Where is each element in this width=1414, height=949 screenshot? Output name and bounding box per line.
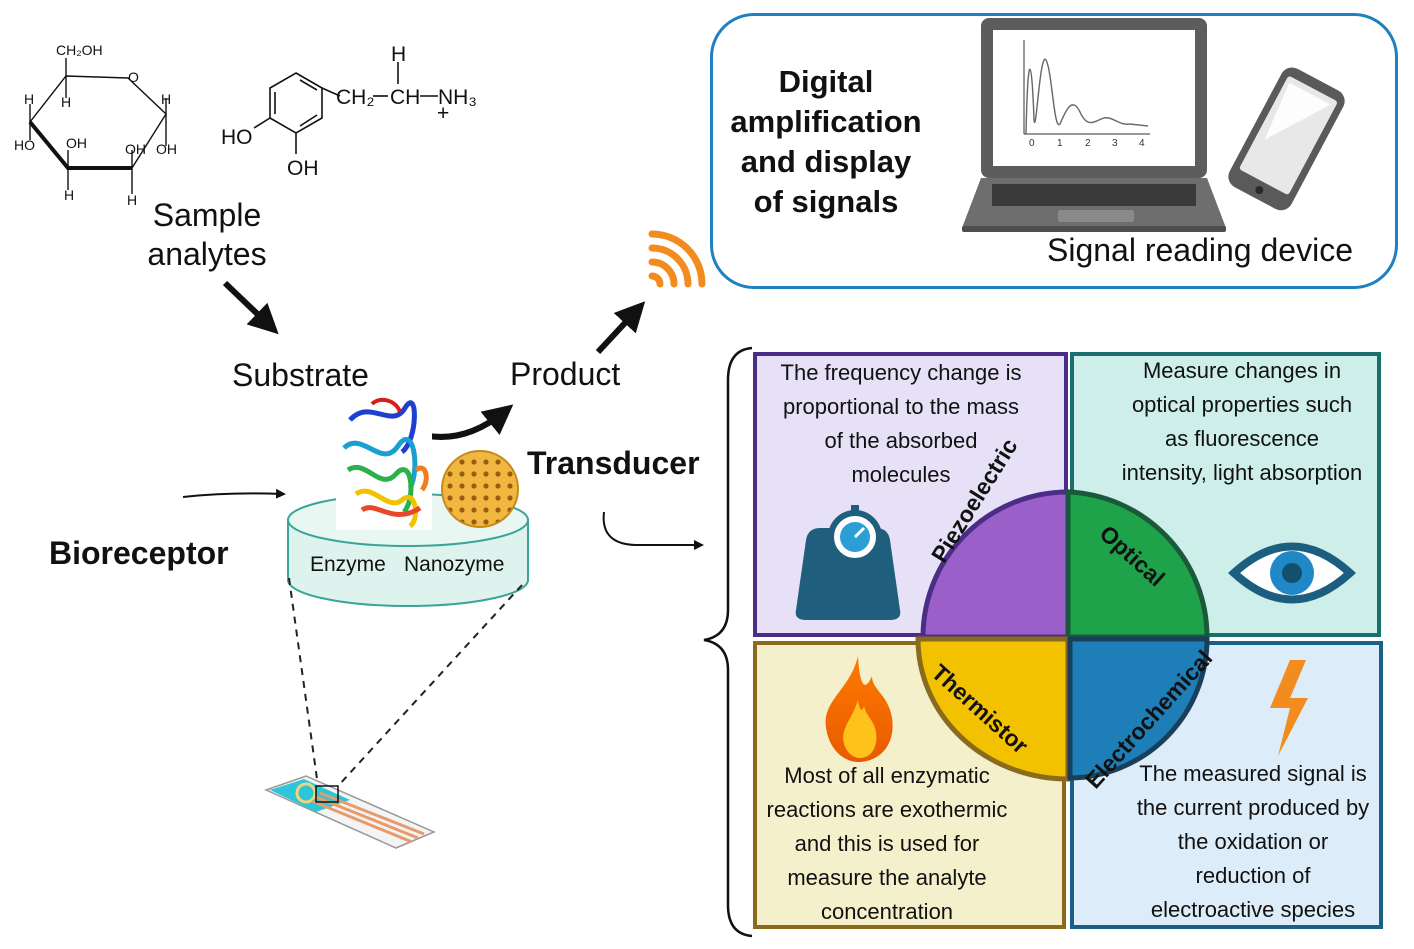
lightning-icon [1270, 660, 1308, 756]
electrochemical-description: The measured signal is the current produ… [1128, 757, 1378, 927]
dopamine-oh: OH [287, 157, 319, 180]
dopamine-plus: + [437, 102, 449, 125]
sample-analytes-label: Sample analytes [132, 196, 282, 274]
eye-icon [1228, 542, 1356, 604]
optical-desc-line-1: Measure changes in [1142, 358, 1342, 383]
sample-analytes-line-1: Sample [152, 197, 262, 233]
arrow-analytes-to-substrate [222, 280, 279, 335]
arrow-product-to-signal [595, 301, 646, 355]
enzyme-structure [336, 392, 432, 530]
dopamine-ch2: CH₂ [336, 86, 374, 109]
dopamine-ho: HO [221, 126, 253, 149]
elec-desc-line-2: the current produced by [1136, 795, 1370, 820]
therm-desc-line-5: concentration [820, 899, 954, 924]
arrow-to-transducers [602, 511, 704, 550]
piezo-desc-line-4: molecules [851, 462, 951, 487]
therm-desc-line-3: and this is used for [794, 831, 980, 856]
device-title-line-2: amplification [730, 104, 922, 139]
bioreceptor-label: Bioreceptor [49, 535, 229, 571]
piezoelectric-description: The frequency change is proportional to … [760, 356, 1042, 492]
signal-reading-device-box [710, 13, 1398, 289]
optical-sector [1065, 489, 1210, 640]
device-title: Digital amplification and display of sig… [716, 62, 936, 222]
dopamine-nh3: NH₃ [438, 86, 477, 109]
weighing-scale-icon [795, 505, 901, 620]
thermistor-sector [915, 636, 1071, 782]
glucose-ring-o: O [128, 69, 139, 85]
transducer-label: Transducer [527, 445, 700, 481]
signal-reading-device-label: Signal reading device [1047, 232, 1353, 268]
piezo-desc-line-1: The frequency change is [780, 360, 1022, 385]
plot-tick-1: 1 [1057, 138, 1063, 149]
dopamine-ch: CH [390, 86, 420, 109]
elec-desc-line-3: the oxidation or [1177, 829, 1329, 854]
glucose-oh1: OH [66, 135, 87, 151]
optical-desc-line-2: optical properties such [1131, 392, 1353, 417]
electrochemical-sector [1067, 636, 1210, 781]
laptop-icon [962, 18, 1226, 232]
device-title-line-3: and display [740, 144, 912, 179]
glucose-h4: H [64, 187, 74, 203]
glucose-h2: H [24, 91, 34, 107]
plot-tick-4: 4 [1139, 138, 1145, 149]
plot-tick-3: 3 [1112, 138, 1118, 149]
elec-desc-line-5: electroactive species [1150, 897, 1356, 922]
therm-desc-line-2: reactions are exothermic [766, 797, 1008, 822]
arrow-to-bioreceptor [182, 488, 286, 499]
nanozyme-label: Nanozyme [404, 553, 505, 576]
flame-icon [825, 656, 893, 762]
smartphone-icon [1228, 67, 1345, 211]
piezo-desc-line-2: proportional to the mass [782, 394, 1020, 419]
therm-desc-line-1: Most of all enzymatic [784, 763, 990, 788]
sample-analytes-line-2: analytes [147, 236, 267, 272]
therm-desc-line-4: measure the analyte [787, 865, 987, 890]
dopamine-h: H [391, 43, 406, 66]
optical-desc-line-4: intensity, light absorption [1121, 460, 1363, 485]
glucose-h3: H [161, 91, 171, 107]
glucose-oh2: OH [125, 141, 146, 157]
piezo-desc-line-3: of the absorbed [824, 428, 978, 453]
glucose-ch2oh: CH₂OH [56, 42, 103, 58]
device-title-line-1: Digital [778, 64, 874, 99]
nanozyme-sphere-icon [441, 450, 519, 528]
dopamine-structure [253, 62, 438, 154]
product-label: Product [510, 356, 621, 392]
optical-description: Measure changes in optical properties su… [1108, 354, 1376, 490]
elec-desc-line-4: reduction of [1195, 863, 1311, 888]
thermistor-description: Most of all enzymatic reactions are exot… [756, 759, 1018, 929]
optical-desc-line-3: as fluorescence [1164, 426, 1320, 451]
glucose-ho: HO [14, 137, 35, 153]
test-strip [263, 775, 436, 849]
transducer-brace [703, 346, 753, 938]
glucose-oh3: OH [156, 141, 177, 157]
projection-lines [288, 577, 523, 787]
elec-desc-line-1: The measured signal is [1139, 761, 1367, 786]
enzyme-label: Enzyme [310, 553, 386, 576]
plot-tick-2: 2 [1085, 138, 1091, 149]
glucose-h5: H [127, 192, 137, 208]
substrate-label: Substrate [232, 357, 369, 393]
signal-waves-icon [648, 230, 706, 288]
piezoelectric-sector [920, 489, 1071, 640]
device-title-line-4: of signals [753, 184, 899, 219]
glucose-structure [28, 58, 167, 194]
glucose-h1: H [61, 94, 71, 110]
plot-tick-0: 0 [1029, 138, 1035, 149]
